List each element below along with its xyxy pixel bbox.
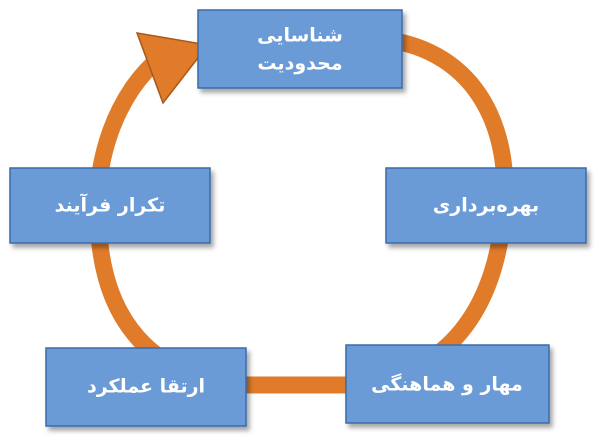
node-bottom-right [345, 344, 550, 424]
node-left-label: تکرار فرآیند [55, 193, 166, 217]
cycle-arrowhead [135, 32, 210, 105]
node-left [9, 167, 211, 244]
node-right-label: بهره‌برداری [433, 195, 539, 217]
node-right [385, 167, 587, 244]
node-bottom-left-label: ارتقا عملکرد [87, 376, 205, 398]
node-bottom-right-label: مهار و هماهنگی [371, 373, 523, 396]
node-top [197, 9, 403, 89]
node-top-label-line-2: محدودیت [257, 53, 342, 75]
node-top-label-line-1: شناسایی [257, 25, 343, 47]
node-bottom-left [45, 347, 247, 427]
